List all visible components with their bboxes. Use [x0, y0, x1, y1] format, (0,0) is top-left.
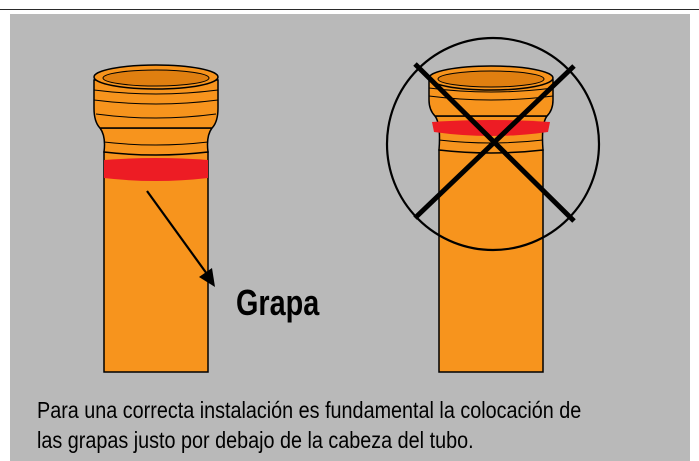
- crossed-circle-icon: [385, 36, 601, 252]
- clamp-band: [104, 158, 208, 181]
- incorrect-pipe: [428, 65, 554, 373]
- caption-line-1: Para una correcta instalación es fundame…: [37, 397, 582, 423]
- caption-line-2: las grapas justo por debajo de la cabeza…: [37, 427, 474, 453]
- clamp-band-wrong: [432, 120, 550, 136]
- clamp-label: Grapa: [236, 282, 320, 323]
- correct-pipe: [93, 64, 219, 373]
- top-rule: [0, 9, 699, 10]
- caption: Para una correcta instalación es fundame…: [37, 395, 596, 455]
- arrow-icon: [146, 190, 215, 287]
